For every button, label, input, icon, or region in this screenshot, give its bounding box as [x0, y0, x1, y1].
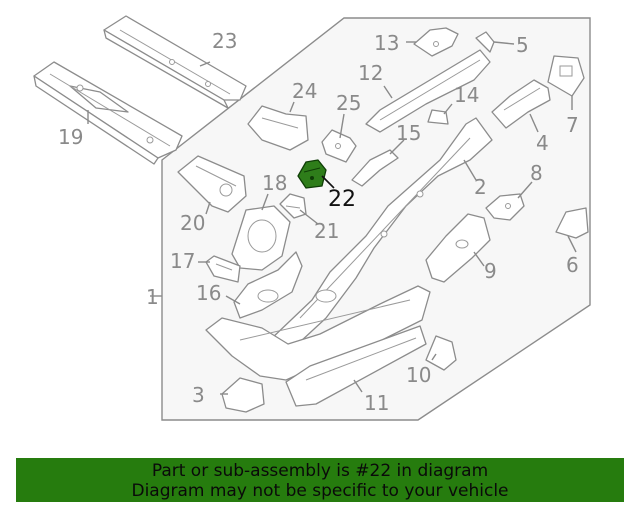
- part-3[interactable]: [221, 377, 265, 413]
- part-23[interactable]: [103, 15, 247, 109]
- callout-2: 2: [474, 175, 487, 199]
- callout-23: 23: [212, 29, 237, 53]
- part-6[interactable]: [555, 207, 589, 239]
- part-7[interactable]: [547, 55, 585, 97]
- callout-13: 13: [374, 31, 399, 55]
- callout-25: 25: [336, 91, 361, 115]
- part-12[interactable]: [365, 49, 491, 133]
- part-9[interactable]: [425, 213, 491, 283]
- callout-24: 24: [292, 79, 317, 103]
- banner-line-2: Diagram may not be specific to your vehi…: [131, 481, 509, 501]
- part-15[interactable]: [351, 149, 399, 187]
- callout-1: 1: [146, 285, 159, 309]
- leader-lines: [87, 41, 577, 395]
- part-8[interactable]: [485, 193, 525, 221]
- part-10[interactable]: [425, 335, 457, 371]
- callout-15: 15: [396, 121, 421, 145]
- callout-21: 21: [314, 219, 339, 243]
- callout-3: 3: [192, 383, 205, 407]
- part-20[interactable]: [177, 155, 247, 213]
- part-24[interactable]: [247, 105, 309, 151]
- part-2[interactable]: [269, 117, 493, 351]
- callout-18: 18: [262, 171, 287, 195]
- callouts: 23 19 24 25 20 22 18 21 17 16 1 3 10 11 …: [58, 29, 579, 415]
- part-18[interactable]: [231, 205, 291, 271]
- callout-12: 12: [358, 61, 383, 85]
- part-21[interactable]: [279, 193, 307, 219]
- callout-5: 5: [516, 33, 529, 57]
- part-25[interactable]: [321, 129, 357, 163]
- info-banner: Part or sub-assembly is #22 in diagram D…: [16, 458, 624, 502]
- callout-20: 20: [180, 211, 205, 235]
- callout-11: 11: [364, 391, 389, 415]
- callout-17: 17: [170, 249, 195, 273]
- banner-line-1: Part or sub-assembly is #22 in diagram: [151, 461, 489, 481]
- part-1-lower-member[interactable]: [205, 285, 431, 381]
- callout-4: 4: [536, 131, 549, 155]
- part-22-highlighted[interactable]: [297, 159, 327, 189]
- callout-10: 10: [406, 363, 431, 387]
- callout-19: 19: [58, 125, 83, 149]
- part-13[interactable]: [413, 27, 459, 57]
- part-4[interactable]: [491, 79, 551, 129]
- parts-diagram: 23 19 24 25 20 22 18 21 17 16 1 3 10 11 …: [33, 15, 591, 421]
- part-11[interactable]: [285, 325, 427, 407]
- part-19[interactable]: [33, 61, 183, 165]
- callout-16: 16: [196, 281, 221, 305]
- callout-9: 9: [484, 259, 497, 283]
- callout-22: 22: [328, 187, 356, 212]
- callout-7: 7: [566, 113, 579, 137]
- callout-8: 8: [530, 161, 543, 185]
- part-17[interactable]: [205, 255, 241, 283]
- part-16[interactable]: [233, 251, 303, 319]
- callout-6: 6: [566, 253, 579, 277]
- callout-14: 14: [454, 83, 479, 107]
